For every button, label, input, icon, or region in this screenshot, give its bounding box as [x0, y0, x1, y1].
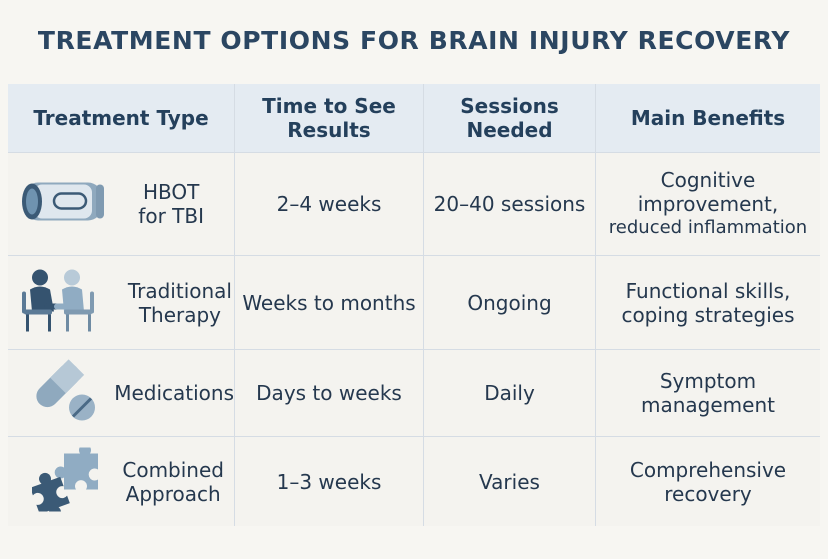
header-sessions-line2: Needed	[466, 118, 553, 142]
table-header-row: Treatment Type Time to See Results Sessi…	[8, 84, 820, 152]
header-treatment-type: Treatment Type	[8, 84, 235, 152]
header-main-benefits-label: Main Benefits	[630, 106, 786, 130]
treatment-name-line2: Approach	[125, 481, 221, 506]
header-sessions-needed: Sessions Needed	[424, 84, 596, 152]
treatment-type-cell: Traditional Therapy	[8, 256, 235, 349]
sessions-needed-value: 20–40 sessions	[433, 192, 586, 216]
table-row-medications: Medications Days to weeks Daily Symptom …	[8, 350, 820, 436]
header-time-to-results: Time to See Results	[235, 84, 424, 152]
benefit-line1: Symptom	[659, 369, 757, 393]
hyperbaric-chamber-icon	[18, 179, 108, 230]
benefit-line3: reduced inflammation	[608, 217, 808, 238]
header-treatment-type-label: Treatment Type	[33, 106, 209, 130]
sessions-needed-cell: 20–40 sessions	[424, 153, 596, 255]
time-to-results-cell: 1–3 weeks	[235, 437, 424, 526]
time-to-results-value: Weeks to months	[242, 290, 416, 315]
benefit-line2: recovery	[664, 481, 752, 506]
table-row-traditional-therapy: Traditional Therapy Weeks to months Ongo…	[8, 256, 820, 349]
treatment-type-cell: Combined Approach	[8, 437, 235, 526]
treatment-type-cell: HBOT for TBI	[8, 153, 235, 255]
benefit-line2: management	[641, 393, 775, 417]
row-divider	[8, 349, 820, 350]
time-to-results-value: 1–3 weeks	[276, 469, 382, 494]
treatment-name-line2: Therapy	[138, 302, 222, 327]
header-time-line2: Results	[287, 118, 371, 142]
row-divider	[8, 436, 820, 437]
sessions-needed-value: Daily	[484, 381, 535, 405]
sessions-needed-value: Varies	[479, 469, 540, 494]
time-to-results-value: 2–4 weeks	[276, 192, 382, 216]
puzzle-pieces-icon	[30, 443, 102, 518]
benefit-line1: Functional skills,	[625, 278, 791, 303]
treatment-name-line1: Combined	[122, 457, 224, 482]
main-benefits-cell: Symptom management	[596, 350, 820, 436]
table-row-combined-approach: Combined Approach 1–3 weeks Varies Compr…	[8, 437, 820, 526]
time-to-results-cell: Weeks to months	[235, 256, 424, 349]
benefit-line2: improvement,	[637, 192, 779, 216]
time-to-results-cell: Days to weeks	[235, 350, 424, 436]
benefit-line2: coping strategies	[621, 302, 795, 327]
benefit-line1: Comprehensive	[629, 457, 787, 482]
sessions-needed-value: Ongoing	[467, 290, 552, 315]
sessions-needed-cell: Daily	[424, 350, 596, 436]
main-benefits-cell: Functional skills, coping strategies	[596, 256, 820, 349]
main-benefits-cell: Cognitive improvement, reduced inflammat…	[596, 153, 820, 255]
page-title: TREATMENT OPTIONS FOR BRAIN INJURY RECOV…	[37, 26, 791, 55]
table-row-hbot: HBOT for TBI 2–4 weeks 20–40 sessions Co…	[8, 153, 820, 255]
time-to-results-value: Days to weeks	[256, 381, 402, 405]
treatment-name-line2: for TBI	[138, 204, 204, 228]
time-to-results-cell: 2–4 weeks	[235, 153, 424, 255]
benefit-line1: Cognitive	[660, 168, 756, 192]
treatment-table: Treatment Type Time to See Results Sessi…	[8, 84, 820, 526]
row-divider	[8, 152, 820, 153]
therapy-session-icon	[18, 265, 98, 340]
treatment-name-line1: Medications	[114, 381, 234, 405]
treatment-name-line1: HBOT	[142, 180, 200, 204]
pills-icon	[30, 356, 100, 431]
header-time-line1: Time to See	[262, 94, 396, 118]
sessions-needed-cell: Varies	[424, 437, 596, 526]
header-main-benefits: Main Benefits	[596, 84, 820, 152]
sessions-needed-cell: Ongoing	[424, 256, 596, 349]
header-sessions-line1: Sessions	[460, 94, 559, 118]
row-divider	[8, 255, 820, 256]
treatment-type-cell: Medications	[8, 350, 235, 436]
treatment-name-line1: Traditional	[127, 278, 232, 303]
main-benefits-cell: Comprehensive recovery	[596, 437, 820, 526]
